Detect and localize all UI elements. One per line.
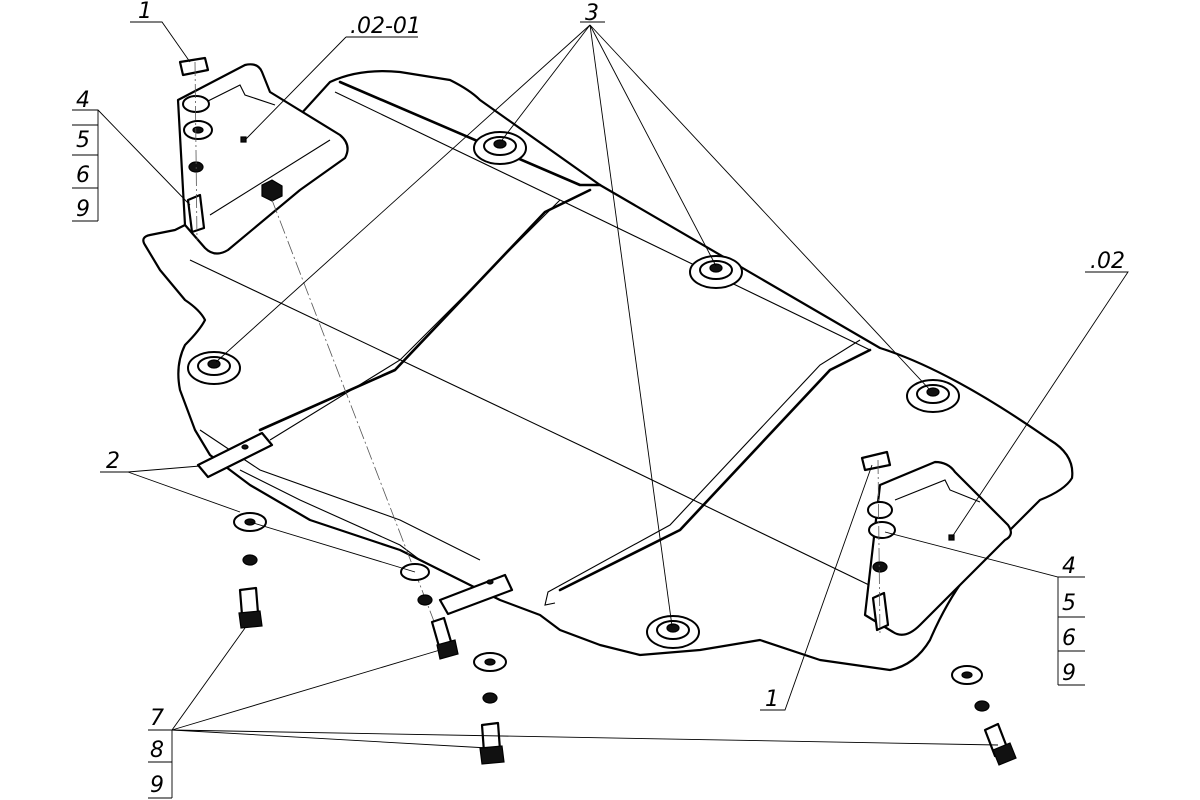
tab-center (438, 573, 514, 616)
plate-rib-right-a (558, 348, 872, 592)
callout-4-right: 4 (1062, 554, 1076, 579)
callout-6-right: 6 (1062, 626, 1076, 651)
callout-5-left: 5 (76, 128, 90, 153)
callout-3: 3 (585, 1, 599, 26)
right-bracket (860, 450, 1012, 636)
leader-lines (72, 21, 1129, 799)
left-bracket-fold-2 (209, 139, 331, 216)
left-bracket-hardware (178, 56, 213, 241)
hardware-center-lower (473, 652, 507, 765)
hardware-right (951, 665, 1017, 766)
left-washer-b-hole (192, 126, 204, 134)
left-washer-a (182, 95, 210, 113)
grommet-right (906, 379, 960, 413)
right-bracket-marker (948, 534, 955, 541)
callout-2: 2 (106, 449, 120, 474)
left-bolt (186, 193, 206, 234)
grommet-top-center (473, 131, 527, 165)
right-clip-1 (860, 450, 892, 472)
left-bracket-fold (199, 84, 276, 106)
right-bolt (871, 591, 890, 632)
hardware-center-upper (400, 563, 459, 660)
plate-lip-bottom (239, 469, 421, 561)
callout-1-top: 1 (138, 0, 152, 24)
grommets (187, 131, 960, 649)
grommet-left (187, 351, 241, 385)
left-bracket-hex-nut (261, 179, 283, 202)
callout-7: 7 (150, 706, 164, 731)
tab-center-hole (486, 579, 494, 585)
tab-left-hole (241, 444, 249, 450)
callout-9-left: 9 (76, 197, 90, 222)
hardware-left (233, 512, 267, 629)
left-bracket (176, 63, 349, 255)
plate-rib-right-b (544, 339, 861, 606)
callout-4-left: 4 (76, 88, 90, 113)
callout-8: 8 (150, 738, 164, 763)
plate-top-ridge (338, 80, 602, 187)
grommet-bottom (646, 615, 700, 649)
callout-labels: 1 .02-01 3 4 5 6 9 .02 2 4 5 6 9 1 7 8 9 (76, 0, 1125, 798)
plate-body-line-lower (189, 259, 901, 601)
skid-plate (142, 70, 1074, 672)
callout-1-bottom: 1 (765, 687, 779, 712)
callout-02-01: .02-01 (350, 14, 421, 39)
callout-02: .02 (1090, 249, 1125, 274)
right-bracket-fold (894, 479, 981, 503)
plate-rib-left-a (258, 188, 592, 432)
right-centerline (877, 459, 881, 636)
right-bracket-body (863, 460, 1012, 636)
callout-9-right: 9 (1062, 661, 1076, 686)
right-nut (872, 561, 888, 573)
tab-left (196, 431, 274, 479)
callout-5-right: 5 (1062, 591, 1076, 616)
left-centerline (194, 61, 198, 241)
callout-6-left: 6 (76, 163, 90, 188)
right-washer-a (867, 501, 893, 519)
callout-9-bottom: 9 (150, 773, 164, 798)
grommet-top-right (689, 255, 743, 289)
skid-plate-outline (142, 70, 1074, 672)
left-bracket-body (176, 63, 349, 255)
right-washer-b (868, 521, 896, 539)
left-clip-1 (178, 56, 210, 77)
